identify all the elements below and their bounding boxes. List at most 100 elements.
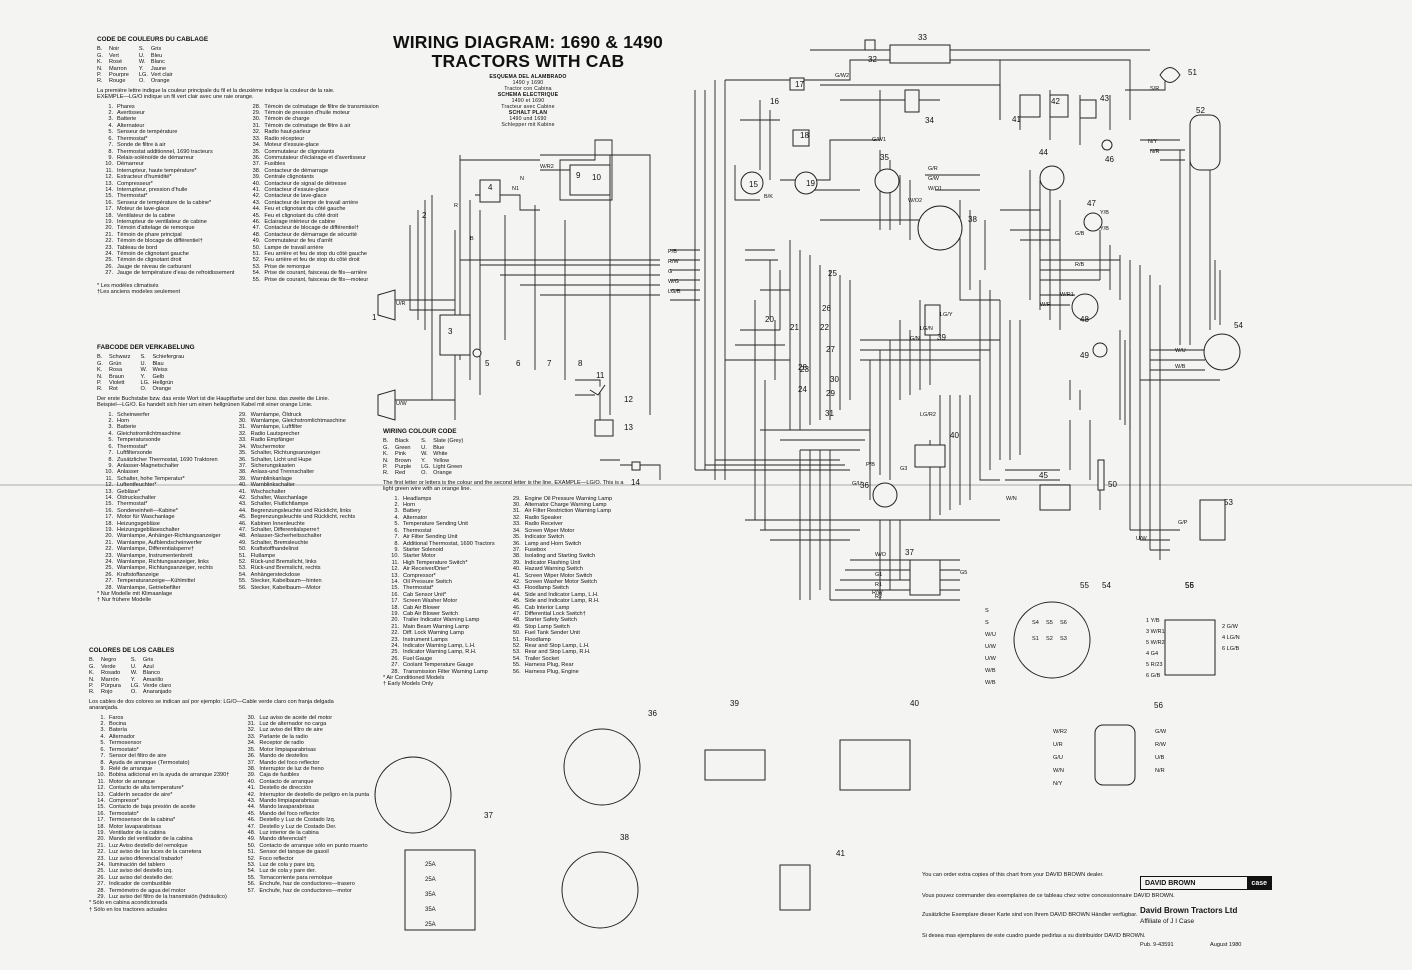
wire-colour-label: W/O [875,552,887,558]
headlamp-left-top [377,289,396,321]
component-list-number: 11. [391,559,399,566]
component-list-item: 44.Mando lavaparabrisas [239,804,369,810]
colour-code-letter: K. [97,59,103,66]
plug-54-pin-label: S1 [1032,636,1039,642]
colour-code-name: White [433,451,448,458]
component-list-number: 22. [97,849,105,856]
component-list-item: 16. Sondeneinheit—Kabine* [97,508,221,514]
component-number: 29 [826,389,835,398]
component-list-item: 51.Floodlamp [505,637,612,643]
wire-colour-label: W/B [1175,364,1186,370]
component-list-number: 37. [238,462,247,469]
colour-code-letter: B. [97,354,103,361]
component-list-item: 38.Interruptor de luz de freno [239,766,369,772]
colour-code-letter: N. [97,65,103,72]
component-list-label: Screen Wiper Motor [524,527,575,534]
component-list-item: 47.Schalter, Differentialsperre† [231,527,355,533]
component-list-item: 43.Schalter, Flutlichtlampe [231,501,355,507]
colour-code-letter: R. [383,470,389,477]
component-list-number: 33. [512,521,521,528]
component-36 [872,482,898,508]
colour-code-row: Y.Gelb [140,374,184,380]
component-number: 19 [806,179,815,188]
component-list-label: Zusätzlicher Thermostat, 1690 Traktoren [117,456,218,463]
component-list-item: 35.Motor limpiaparabrisas [239,747,369,753]
component-list-item: 8.Zusätzlicher Thermostat, 1690 Traktore… [97,457,221,463]
component-list-label: Warnlampe, Differentialsperre† [117,546,195,553]
component-list-number: 42. [247,791,256,798]
component-list-label: Main Beam Warning Lamp [403,623,470,630]
component-list-label: Receptor de radio [259,740,304,747]
component-list-item: 29.Luz aviso del filtro de la transmisió… [89,894,229,900]
plug-55-pin-label: 3 W/R1 [1146,629,1165,635]
component-list-number: 6. [108,135,113,142]
detail-part-number: 39 [730,699,739,708]
component-list-item: 33.Radio Empfänger [231,437,355,443]
component-list-label: Contacteur d'essuie-glace [264,186,329,193]
plug-54-pin-label: W/U [985,632,996,638]
component-43 [1079,99,1097,119]
component-list-number: 19. [105,218,113,225]
component-list-number: 16. [105,507,113,514]
plug-56-pin-label: W/R2 [1053,729,1067,735]
component-list-label: Fuel Gauge [403,655,433,662]
component-list-item: 50.Lampe de travail arrière [244,245,378,251]
colour-code-letter: W. [138,59,146,66]
component-list-item: 35.Indicator Switch [505,534,612,540]
fold-line [0,484,1412,486]
component-list-item: 18.Motor lavaparabrisas [89,824,229,830]
lamp-11 [589,384,606,396]
component-list-item: 32.Luz aviso del filtro de aire [239,727,369,733]
detail-40 [839,739,911,791]
component-list-number: 28. [97,887,105,894]
component-list-number: 47. [512,610,521,617]
component-list-item: 22.Témoin de blocage de différentiel† [97,238,234,244]
component-list-item: 10.Starter Motor [383,553,495,559]
component-list-item: 11.Schalter, hohe Temperatur* [97,476,221,482]
wire-colour-label: G1 [875,572,882,578]
component-list-number: 3. [108,424,113,431]
component-list-item: 45.Begrenzungsleuchte und Rücklicht, rec… [231,514,355,520]
detail-41 [779,864,811,911]
component-list-item: 22.Diff. Lock Warning Lamp [383,630,495,636]
component-list-number: 56. [512,668,521,675]
colour-code-row: P.Purple [383,464,411,470]
plug-55-pin-label: 2 G/W [1222,624,1239,630]
footer-order-es: Si desea mas ejemplares de este cuadro p… [922,933,1146,939]
component-list-number: 41. [247,785,256,792]
colour-code-letter: G. [89,663,95,670]
component-list-label: Sondeneinheit—Kabine* [117,507,178,514]
component-list-number: 31. [252,122,261,129]
fusebox-37 [909,559,941,596]
component-list-item: 42.Schalter, Waschanlage [231,495,355,501]
component-list-label: Warnblinkschalter [250,482,295,489]
colour-code-row: B.Noir [97,46,129,52]
plug-54-pin-label: S4 [1032,620,1039,626]
component-list-number: 52. [247,855,256,862]
component-list-label: Warnlampe, Getriebefilter [117,584,181,591]
component-list-number: 46. [238,520,247,527]
wire-colour-label: R/W [872,590,884,596]
colour-code-letter: U. [130,663,137,670]
component-list-label: Destello y Luz de Costado Izq. [259,817,336,824]
component-list-item: 34.Wischermotor [231,444,355,450]
detail-part-number: 56 [1154,701,1163,710]
component-list-item: 17.Motor für Waschanlage [97,514,221,520]
component-list-number: 48. [238,533,247,540]
component-number: 32 [868,55,877,64]
colour-code-row: U.Bleu [139,53,173,59]
component-list-number: 8. [100,759,105,766]
component-list-label: Faros [109,714,124,721]
component-list-item: 44.Feu et clignotant du côté gauche [244,206,378,212]
component-list-label: Kabinen Innenleuchte [250,520,305,527]
component-number: 52 [1196,106,1205,115]
component-list-number: 41. [252,186,261,193]
component-list-number: 50. [512,630,521,637]
colour-code-name: Red [395,470,406,477]
component-list-number: 49. [252,238,261,245]
component-list-item: 35.Commutateur de clignotants [244,149,378,155]
colour-code-name: Blanco [142,670,161,677]
